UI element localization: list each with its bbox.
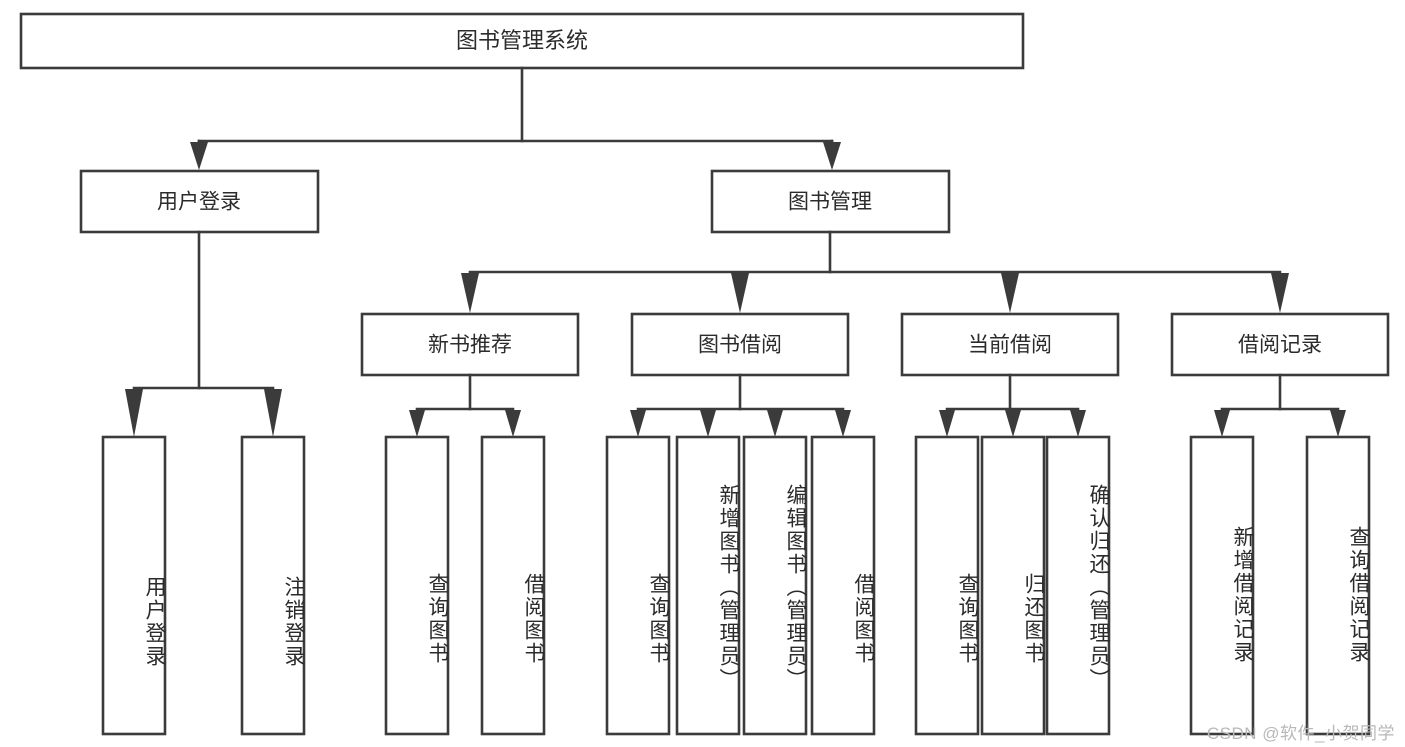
node-user-login-box bbox=[79, 169, 320, 234]
arrow-head-icon bbox=[1330, 410, 1346, 437]
arrow-head-icon bbox=[700, 410, 716, 437]
node-borrow-record-label: 借阅记录 bbox=[1238, 334, 1322, 357]
arrow-head-icon bbox=[731, 273, 749, 313]
leaf-box-query-book-2[interactable] bbox=[605, 435, 671, 736]
arrow-head-icon bbox=[1214, 410, 1230, 437]
arrow-head-icon bbox=[823, 142, 841, 170]
leaf-box-return-book[interactable] bbox=[980, 435, 1046, 736]
connector-borrow-record-to-leaves bbox=[1214, 373, 1346, 437]
connector-user-login-to-leaves bbox=[125, 230, 282, 437]
leaf-box-confirm-return[interactable] bbox=[1045, 435, 1111, 736]
leaf-box-edit-book[interactable] bbox=[742, 435, 808, 736]
arrow-head-icon bbox=[939, 410, 955, 437]
arrow-head-icon bbox=[1070, 410, 1086, 437]
arrow-head-icon bbox=[461, 273, 479, 313]
leaf-box-query-book-3[interactable] bbox=[914, 435, 980, 736]
leaf-box-query-book-1[interactable] bbox=[384, 435, 450, 736]
leaf-box-query-record[interactable] bbox=[1305, 435, 1371, 736]
leaf-box-logout[interactable] bbox=[240, 435, 306, 736]
node-current-borrow-box bbox=[900, 312, 1120, 377]
arrow-head-icon bbox=[505, 410, 521, 437]
node-book-borrow[interactable]: 图书借阅 bbox=[630, 312, 850, 377]
node-new-book-recommend-label: 新书推荐 bbox=[428, 334, 512, 357]
node-root-label: 图书管理系统 bbox=[456, 28, 588, 53]
arrow-head-icon bbox=[1271, 273, 1289, 313]
connector-root-to-level2 bbox=[190, 66, 841, 170]
node-user-login[interactable]: 用户登录 bbox=[79, 169, 320, 234]
connector-new-book-recommend-to-leaves bbox=[409, 373, 521, 437]
node-current-borrow-label: 当前借阅 bbox=[968, 334, 1052, 357]
arrow-head-icon bbox=[835, 410, 851, 437]
arrow-head-icon bbox=[125, 389, 143, 437]
node-book-manage[interactable]: 图书管理 bbox=[710, 169, 951, 234]
node-root[interactable]: 图书管理系统 bbox=[19, 12, 1025, 70]
watermark-text: CSDN @软件_小贺同学 bbox=[1206, 724, 1395, 743]
arrow-head-icon bbox=[630, 410, 646, 437]
node-new-book-recommend[interactable]: 新书推荐 bbox=[360, 312, 580, 377]
leaf-box-borrow-book-2[interactable] bbox=[810, 435, 876, 736]
arrow-head-icon bbox=[264, 389, 282, 437]
leaf-box-add-book[interactable] bbox=[675, 435, 741, 736]
arrow-head-icon bbox=[1005, 410, 1021, 437]
node-root-box bbox=[19, 12, 1025, 70]
connector-book-borrow-to-leaves bbox=[630, 373, 851, 437]
arrow-head-icon bbox=[409, 410, 425, 437]
arrow-head-icon bbox=[1001, 273, 1019, 313]
leaf-box-add-record[interactable] bbox=[1189, 435, 1255, 736]
node-book-manage-label: 图书管理 bbox=[788, 191, 872, 214]
arrow-head-icon bbox=[190, 142, 208, 170]
node-current-borrow[interactable]: 当前借阅 bbox=[900, 312, 1120, 377]
connector-current-borrow-to-leaves bbox=[939, 373, 1086, 437]
node-borrow-record[interactable]: 借阅记录 bbox=[1170, 312, 1390, 377]
node-user-login-label: 用户登录 bbox=[157, 191, 241, 214]
arrow-head-icon bbox=[767, 410, 783, 437]
leaf-box-user-login[interactable] bbox=[101, 435, 167, 736]
connector-book-manage-to-level3 bbox=[461, 230, 1289, 313]
node-book-borrow-label: 图书借阅 bbox=[698, 334, 782, 357]
node-new-book-recommend-box bbox=[360, 312, 580, 377]
leaf-box-borrow-book-1[interactable] bbox=[480, 435, 546, 736]
